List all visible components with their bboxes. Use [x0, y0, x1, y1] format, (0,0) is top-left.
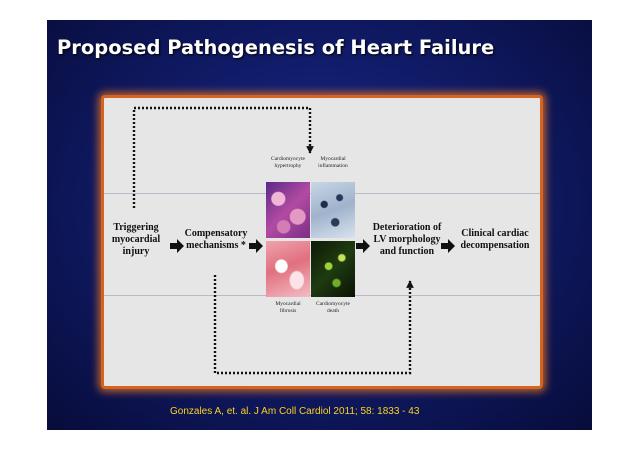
node-line: Triggering: [113, 222, 159, 233]
node-line: and function: [379, 246, 435, 257]
node-line: decompensation: [460, 240, 530, 251]
node-clinical-decompensation: Clinical cardiac decompensation: [451, 228, 539, 252]
cardiomyocyte-hypertrophy-image: [266, 182, 310, 238]
label-line: death: [327, 307, 339, 314]
node-line: injury: [122, 246, 150, 257]
label-line: Myocardial: [320, 156, 346, 162]
myocardial-fibrosis-image: [266, 241, 310, 297]
arrow-compensatory-to-images: [249, 239, 263, 253]
label-line: Cardiomyocyte: [271, 156, 305, 162]
cardiomyocyte-death-image: [311, 241, 355, 297]
node-line: myocardial: [111, 234, 161, 245]
label-line: Myocardial: [275, 301, 301, 307]
arrow-deterioration-to-clinical: [441, 239, 455, 253]
node-line: Clinical cardiac: [461, 228, 529, 239]
feedback-arrow-bottom: [213, 275, 414, 375]
label-myocardial-fibrosis: Myocardial fibrosis: [264, 301, 312, 314]
node-compensatory-mechanisms: Compensatory mechanisms *: [180, 228, 252, 252]
node-line: LV morphology: [373, 234, 441, 245]
label-line: inflammation: [318, 162, 348, 169]
diagram-panel: Triggering myocardial injury Compensator…: [101, 95, 543, 389]
myocardial-inflammation-image: [311, 182, 355, 238]
node-line: Deterioration of: [372, 222, 442, 233]
node-line: mechanisms *: [186, 240, 246, 251]
label-myocardial-inflammation: Myocardial inflammation: [310, 156, 356, 169]
node-line: Compensatory: [184, 228, 248, 239]
label-line: hypertrophy: [274, 162, 302, 169]
label-cardiomyocyte-death: Cardiomyocyte death: [310, 301, 356, 314]
node-lv-deterioration: Deterioration of LV morphology and funct…: [367, 222, 447, 258]
citation: Gonzales A, et. al. J Am Coll Cardiol 20…: [170, 406, 420, 417]
node-triggering-injury: Triggering myocardial injury: [105, 222, 167, 258]
feedback-arrow-top: [132, 106, 314, 208]
label-line: fibrosis: [279, 307, 297, 314]
label-cardiomyocyte-hypertrophy: Cardiomyocyte hypertrophy: [264, 156, 312, 169]
arrow-images-to-deterioration: [356, 239, 370, 253]
arrow-injury-to-compensatory: [170, 239, 184, 253]
slide: Proposed Pathogenesis of Heart Failure T…: [47, 20, 592, 430]
flow-connectors: [132, 106, 455, 375]
label-line: Cardiomyocyte: [316, 301, 350, 307]
slide-title: Proposed Pathogenesis of Heart Failure: [57, 36, 495, 59]
